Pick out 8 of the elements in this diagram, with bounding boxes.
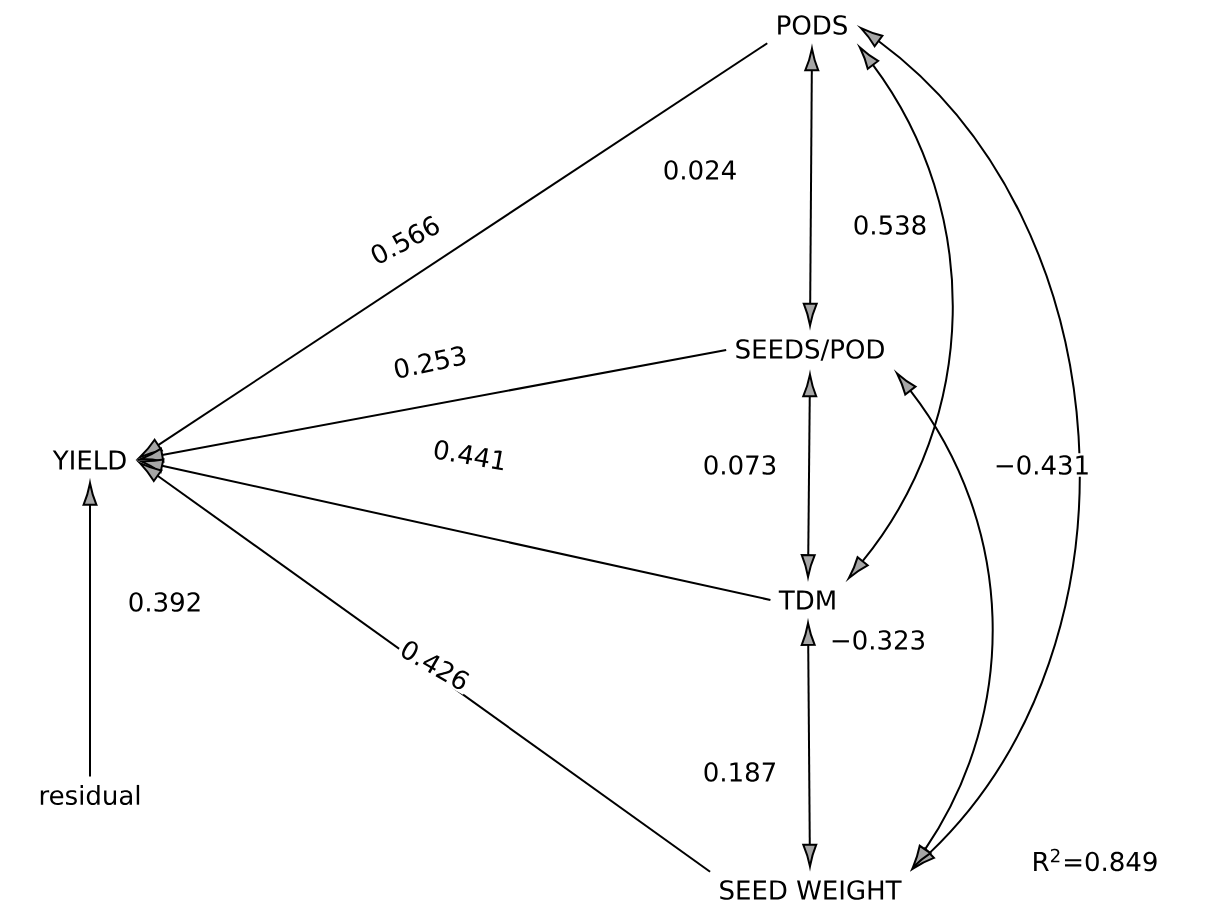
node-label: YIELD (52, 450, 126, 470)
edge-label: 0.073 (700, 453, 780, 477)
node-label: TDM (778, 590, 835, 610)
node-label: residual (40, 784, 140, 806)
node-label: PODS (778, 15, 847, 35)
edge-label: 0.187 (700, 760, 780, 784)
node-label: SEEDS/POD (736, 339, 884, 361)
node-label: SEED WEIGHT (720, 880, 902, 900)
